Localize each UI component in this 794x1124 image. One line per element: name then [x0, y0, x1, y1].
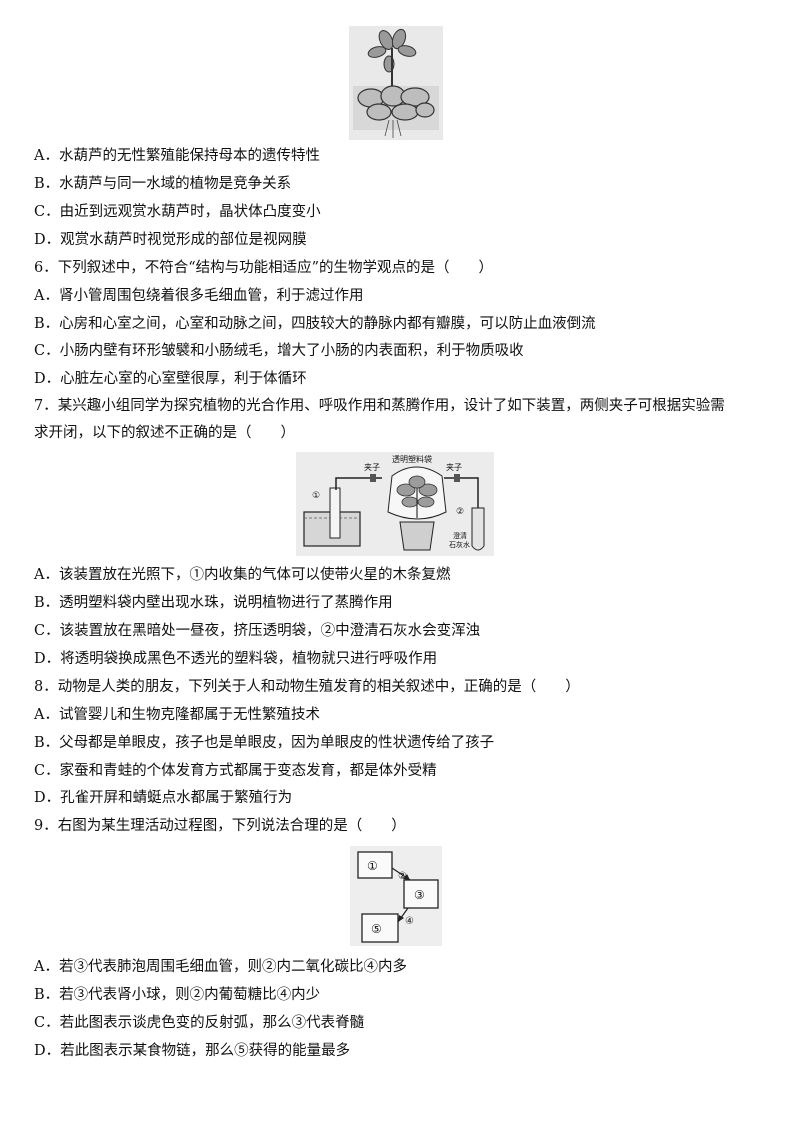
q8-option-c: C．家蚕和青蛙的个体发育方式都属于变态发育，都是体外受精 [34, 763, 437, 779]
mark-2: ② [456, 507, 464, 517]
q6-stem: 6．下列叙述中，不符合“结构与功能相适应”的生物学观点的是（ ） [34, 260, 494, 276]
q8-stem: 8．动物是人类的朋友，下列关于人和动物生殖发育的相关叙述中，正确的是（ ） [34, 679, 580, 695]
arrow-4-label: ④ [405, 916, 414, 927]
q7-stem-line1: 7．某兴趣小组同学为探究植物的光合作用、呼吸作用和蒸腾作用，设计了如下装置，两侧… [34, 398, 725, 414]
q9-option-c: C．若此图表示谈虎色变的反射弧，那么③代表脊髓 [34, 1015, 365, 1031]
process-diagram: ① ② ③ ④ ⑤ [350, 846, 442, 946]
q8-option-a: A．试管婴儿和生物克隆都属于无性繁殖技术 [34, 707, 320, 723]
q5-option-c: C．由近到远观赏水葫芦时，晶状体凸度变小 [34, 204, 321, 220]
arrow-2-label: ② [398, 871, 407, 882]
clip-right-label: 夹子 [446, 462, 462, 472]
water-hyacinth-figure [349, 26, 443, 140]
clip-left-label: 夹子 [364, 462, 380, 472]
q5-option-a: A．水葫芦的无性繁殖能保持母本的遗传特性 [34, 148, 320, 164]
q6-option-c: C．小肠内壁有环形皱襞和小肠绒毛，增大了小肠的内表面积，利于物质吸收 [34, 343, 524, 359]
mark-1: ① [312, 491, 320, 501]
q7-option-a: A．该装置放在光照下，①内收集的气体可以使带火星的木条复燃 [34, 567, 451, 583]
limewater-label-1: 澄清 [453, 531, 467, 540]
apparatus-figure: 夹子 透明塑料袋 夹子 ② 澄清 石灰水 ① [296, 452, 494, 556]
q9-option-a: A．若③代表肺泡周围毛细血管，则②内二氧化碳比④内多 [34, 959, 407, 975]
q5-option-d: D．观赏水葫芦时视觉形成的部位是视网膜 [34, 232, 307, 248]
q6-option-b: B．心房和心室之间，心室和动脉之间，四肢较大的静脉内都有瓣膜，可以防止血液倒流 [34, 316, 596, 332]
q6-option-d: D．心脏左心室的心室壁很厚，利于体循环 [34, 371, 307, 387]
limewater-label-2: 石灰水 [449, 540, 470, 549]
q9-stem: 9．右图为某生理活动过程图，下列说法合理的是（ ） [34, 818, 406, 834]
q9-option-b: B．若③代表肾小球，则②内葡萄糖比④内少 [34, 987, 321, 1003]
q5-option-b: B．水葫芦与同一水域的植物是竞争关系 [34, 176, 292, 192]
q7-option-d: D．将透明袋换成黑色不透光的塑料袋，植物就只进行呼吸作用 [34, 651, 438, 667]
bag-label: 透明塑料袋 [392, 454, 432, 464]
q9-option-d: D．若此图表示某食物链，那么⑤获得的能量最多 [34, 1043, 351, 1059]
q8-option-d: D．孔雀开屏和蜻蜓点水都属于繁殖行为 [34, 790, 293, 806]
q6-option-a: A．肾小管周围包绕着很多毛细血管，利于滤过作用 [34, 288, 364, 304]
node-3-label: ③ [414, 888, 425, 902]
q8-option-b: B．父母都是单眼皮，孩子也是单眼皮，因为单眼皮的性状遗传给了孩子 [34, 735, 495, 751]
q7-option-c: C．该装置放在黑暗处一昼夜，挤压透明袋，②中澄清石灰水会变浑浊 [34, 623, 481, 639]
q7-option-b: B．透明塑料袋内壁出现水珠，说明植物进行了蒸腾作用 [34, 595, 393, 611]
q7-stem-line2: 求开闭，以下的叙述不正确的是（ ） [34, 425, 295, 441]
node-5-label: ⑤ [371, 922, 382, 936]
node-1-label: ① [367, 859, 378, 873]
